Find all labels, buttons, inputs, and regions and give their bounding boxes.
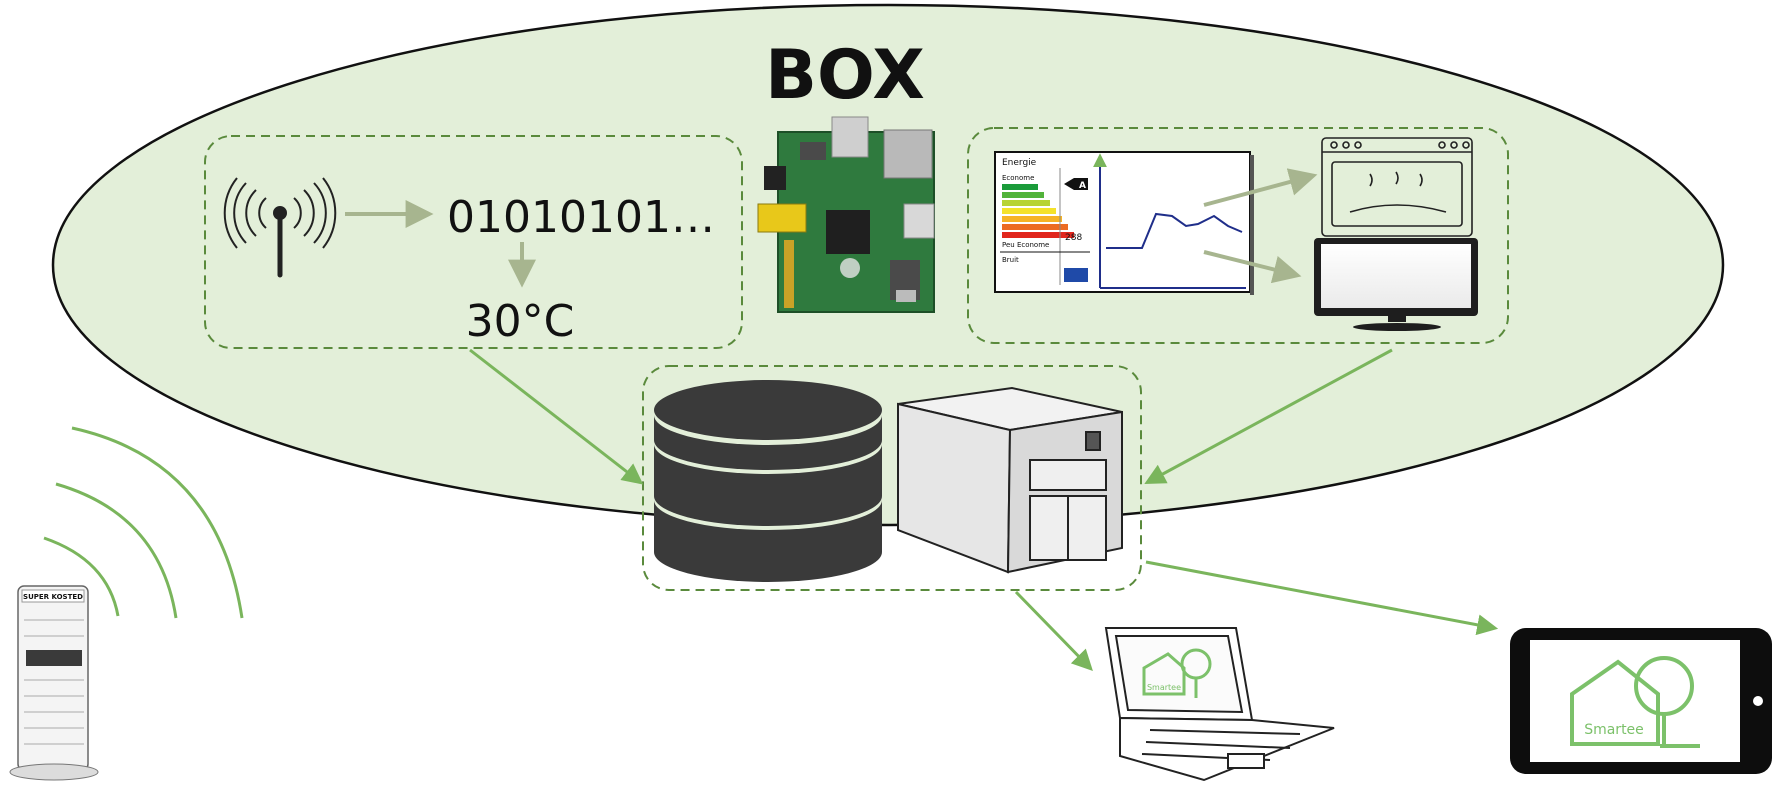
- peu-econome-label: Peu Econome: [1002, 241, 1049, 249]
- arrow-chart-to-tv: [1203, 250, 1302, 284]
- rating-letter: A: [1079, 181, 1086, 191]
- rating-arrow: [1064, 178, 1088, 190]
- server-tower-icon: [897, 386, 1123, 574]
- box-title: BOX: [765, 36, 925, 115]
- laptop-logo-text: Smartee: [1147, 683, 1181, 692]
- eu-flag-icon: [1064, 268, 1088, 282]
- weather-station-brand: SUPER KOSTED: [23, 593, 83, 601]
- consumption-value: 288: [1065, 233, 1082, 243]
- arrow-chart-to-oven: [1203, 168, 1318, 207]
- energy-bars: [1002, 184, 1074, 238]
- econome-label: Econome: [1002, 174, 1034, 182]
- tablet-logo-text: Smartee: [1584, 722, 1644, 738]
- arrow-appliances-to-server: [1144, 348, 1393, 484]
- laptop-icon: Smartee: [1104, 627, 1335, 782]
- raspberry-pi-board: [757, 116, 935, 313]
- storage-panel: [642, 365, 1142, 591]
- sensor-panel: 01010101… 30°C: [204, 135, 743, 349]
- arrow-server-to-tablet: [1145, 560, 1499, 636]
- consumption-chart: [1093, 153, 1246, 289]
- database-icon: [654, 380, 882, 582]
- laptop-smartee-logo: [1142, 648, 1212, 698]
- tv-icon: [1314, 238, 1478, 331]
- temperature-text: 30°C: [466, 296, 575, 347]
- bruit-label: Bruit: [1002, 256, 1019, 264]
- energie-label: Energie: [1002, 158, 1037, 168]
- wireless-waves: [43, 426, 244, 619]
- binary-text: 01010101…: [447, 192, 715, 243]
- tablet-home-button: [1753, 696, 1763, 706]
- tablet-smartee-logo: [1570, 656, 1700, 748]
- energy-panel: Energie Econome Peu Econome A 288 Bruit: [967, 127, 1509, 344]
- oven-icon: [1321, 137, 1473, 237]
- weather-station-icon: SUPER KOSTED: [9, 585, 99, 781]
- tablet-icon: Smartee: [1510, 628, 1772, 774]
- arrow-server-to-laptop: [1014, 590, 1093, 672]
- arrow-sensor-to-db: [469, 348, 644, 485]
- antenna-icon: [223, 177, 337, 278]
